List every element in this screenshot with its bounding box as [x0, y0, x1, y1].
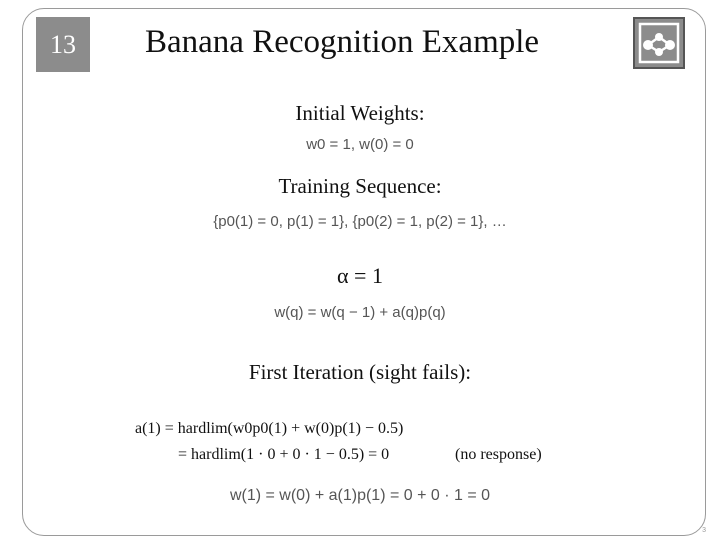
- activation-line-1: a(1) = hardlim(w0p0(1) + w(0)p(1) − 0.5): [135, 420, 404, 437]
- initial-weights-heading: Initial Weights:: [295, 101, 425, 125]
- slide-number-badge: 13: [36, 17, 90, 72]
- slide-title: Banana Recognition Example: [145, 24, 540, 60]
- training-sequence-equation: {p0(1) = 0, p(1) = 1}, {p0(2) = 1, p(2) …: [213, 213, 507, 230]
- training-sequence-heading: Training Sequence:: [278, 174, 442, 198]
- page-number: 3: [702, 527, 706, 534]
- slide-frame: [22, 8, 706, 536]
- first-iteration-heading: First Iteration (sight fails):: [248, 360, 472, 384]
- no-response-note: (no response): [455, 446, 542, 463]
- network-diagram-icon: [633, 17, 685, 69]
- initial-weights-equation: w0 = 1, w(0) = 0: [306, 136, 414, 153]
- learning-rate-equation: α = 1: [337, 263, 383, 288]
- update-rule-equation: w(q) = w(q − 1) + a(q)p(q): [274, 304, 446, 321]
- weight-update-equation: w(1) = w(0) + a(1)p(1) = 0 + 0 · 1 = 0: [229, 487, 491, 504]
- slide-number: 13: [50, 30, 76, 59]
- activation-line-2: = hardlim(1 · 0 + 0 · 1 − 0.5) = 0: [178, 446, 390, 463]
